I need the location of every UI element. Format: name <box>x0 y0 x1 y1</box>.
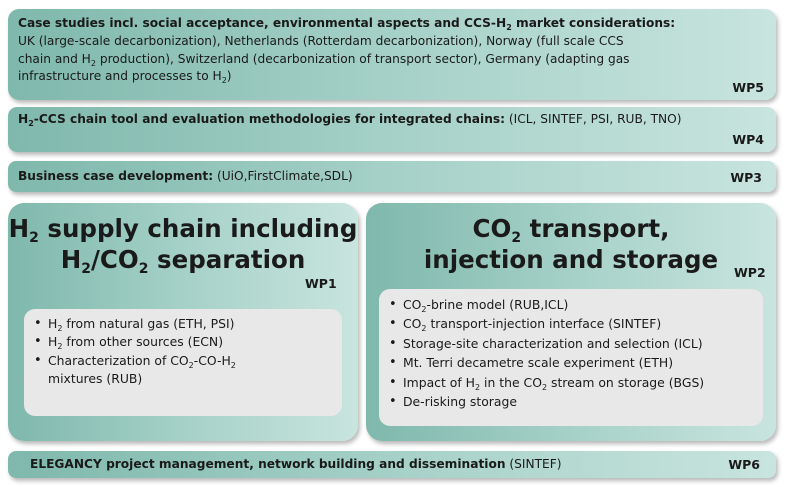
list-item: H2 from other sources (ECN) <box>34 333 236 352</box>
list-item: Mt. Terri decametre scale experiment (ET… <box>389 353 704 373</box>
wp2-title: CO2 transport, injection and storage <box>423 214 719 274</box>
wp5-heading: Case studies incl. social acceptance, en… <box>18 16 676 32</box>
wp6-heading: ELEGANCY project management, network bui… <box>30 457 562 471</box>
list-item: Impact of H2 in the CO2 stream on storag… <box>389 373 704 393</box>
wp2-label: WP2 <box>734 265 766 280</box>
list-item: CO2-brine model (RUB,ICL) <box>389 295 704 315</box>
wp2-panel: CO2 transport, injection and storage WP2… <box>366 203 776 441</box>
list-item: Storage-site characterization and select… <box>389 334 704 354</box>
wp6-panel: ELEGANCY project management, network bui… <box>8 451 776 478</box>
wp5-label: WP5 <box>732 80 764 95</box>
wp4-heading: H2-CCS chain tool and evaluation methodo… <box>18 112 682 128</box>
wp1-task-box: H2 from natural gas (ETH, PSI) H2 from o… <box>24 309 342 416</box>
list-item: H2 from natural gas (ETH, PSI) <box>34 315 236 334</box>
wp3-heading: Business case development: (UiO,FirstCli… <box>18 169 353 183</box>
wp3-panel: Business case development: (UiO,FirstCli… <box>8 161 776 192</box>
wp5-line: chain and H2 production), Switzerland (d… <box>18 51 630 68</box>
wp2-task-box: CO2-brine model (RUB,ICL) CO2 transport-… <box>379 289 763 426</box>
wp1-label: WP1 <box>305 276 337 291</box>
wp4-panel: H2-CCS chain tool and evaluation methodo… <box>8 107 776 152</box>
wp1-panel: H2 supply chain including H2/CO2 separat… <box>8 203 358 441</box>
wp3-label: WP3 <box>730 170 762 185</box>
list-item: De-risking storage <box>389 392 704 412</box>
wp5-line: infrastructure and processes to H2) <box>18 69 232 85</box>
wp5-case-list: UK (large-scale decarbonization), Nether… <box>18 33 630 86</box>
list-item: CO2 transport-injection interface (SINTE… <box>389 314 704 334</box>
wp1-title: H2 supply chain including H2/CO2 separat… <box>8 214 358 277</box>
wp6-label: WP6 <box>728 457 760 472</box>
wp5-line: UK (large-scale decarbonization), Nether… <box>18 34 624 48</box>
wp5-panel: Case studies incl. social acceptance, en… <box>8 9 776 100</box>
wp4-label: WP4 <box>732 132 764 147</box>
